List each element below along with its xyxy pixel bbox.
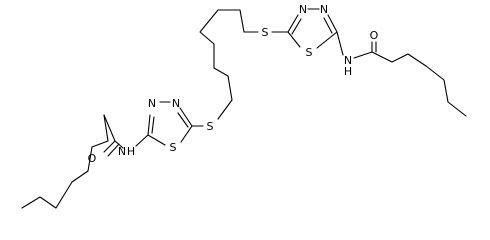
linker-chain-bonds	[199, 9, 245, 120]
right-thiadiazole-ring	[271, 8, 338, 49]
right-ring-c5-s-bond	[287, 31, 301, 48]
left-ring-n-c5-bond	[179, 107, 193, 127]
right-ring-s-c2-bond	[316, 31, 338, 49]
atom-labels: O N H N N S S S N N S N H O	[88, 3, 379, 165]
right-alkyl-chain	[371, 51, 467, 117]
hexyl-linker	[191, 9, 259, 127]
left-ring-n-c5-double	[177, 112, 189, 128]
left-alkyl-chain	[21, 114, 109, 209]
left-carbonyl-oxygen-label: O	[88, 152, 97, 165]
left-ring-c2-s-bond	[147, 134, 166, 146]
left-ring-c2-n-bond	[147, 114, 151, 136]
left-carbonyl-to-chain-bond	[103, 114, 116, 142]
right-ring-nitrogen-1-label: N	[299, 3, 307, 16]
left-ring-s-c5-bond	[180, 125, 193, 143]
left-nh-to-ring-bond	[135, 134, 149, 147]
right-link-sulfur-label: S	[262, 26, 269, 39]
left-link-sulfur-label: S	[207, 120, 214, 133]
left-carbonyl-to-nh-bond	[114, 140, 124, 149]
left-amide-group	[103, 114, 149, 157]
right-ring-sulfur-label: S	[306, 46, 313, 59]
right-amide-hydrogen-label: H	[344, 65, 352, 78]
left-ring-c2-n-double	[151, 116, 155, 134]
left-ring-sulfur-label: S	[170, 141, 177, 154]
right-nh-to-carbonyl-bond	[353, 51, 373, 59]
right-carbonyl-oxygen-label: O	[370, 29, 379, 42]
molecule-diagram: O N H N N S S S N N S N H O	[21, 3, 467, 209]
right-ring-c5-n-double	[291, 18, 302, 35]
right-ring-to-nh-bond	[336, 31, 344, 56]
right-amide-nitrogen-label: N	[344, 54, 352, 67]
left-chain-bonds	[21, 114, 109, 209]
left-amide-nitrogen-label: N	[118, 145, 126, 158]
left-ring-nitrogen-1-label: N	[148, 97, 156, 110]
right-ring-n-c2-double	[323, 17, 333, 34]
right-chain-bonds	[371, 51, 467, 117]
right-ring-c5-n-bond	[287, 14, 299, 33]
left-ring-nitrogen-2-label: N	[172, 97, 180, 110]
left-carbonyl-double-bond-b	[107, 143, 120, 157]
left-amide-hydrogen-label: H	[127, 145, 135, 158]
right-amide-group	[336, 31, 377, 59]
left-carbonyl-double-bond-a	[103, 140, 116, 153]
right-ring-nitrogen-2-label: N	[320, 3, 328, 16]
right-ring-n-c2-bond	[327, 14, 338, 33]
left-thiadiazole-ring	[147, 101, 193, 146]
